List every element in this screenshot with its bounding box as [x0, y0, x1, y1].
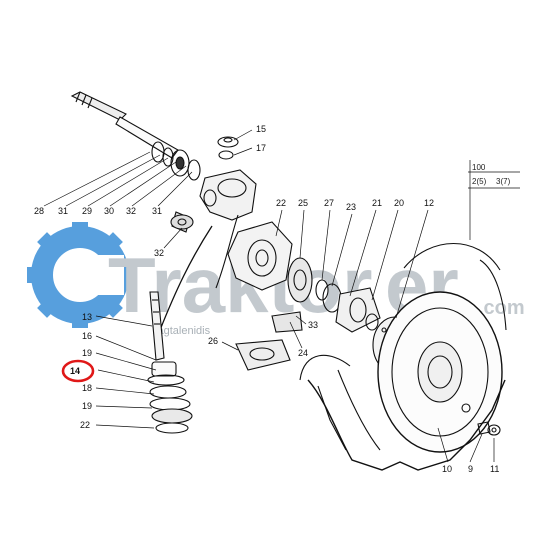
callout-16: 16: [82, 331, 92, 341]
callout-19b: 19: [82, 401, 92, 411]
callout-31a: 31: [58, 206, 68, 216]
callout-32b: 32: [154, 248, 164, 258]
line-art: [43, 91, 520, 471]
header-bracket: [468, 160, 520, 240]
callouts: 28 31 29 30 32 31 15 17 32 22 25 27 23 2…: [34, 124, 499, 474]
callout-21: 21: [372, 198, 382, 208]
callout-31b: 31: [152, 206, 162, 216]
callout-15: 15: [256, 124, 266, 134]
callout-19a: 19: [82, 348, 92, 358]
callout-22a: 22: [276, 198, 286, 208]
header-label-1: 100: [472, 163, 486, 172]
callout-25: 25: [298, 198, 308, 208]
callout-12: 12: [424, 198, 434, 208]
callout-27: 27: [324, 198, 334, 208]
header-label-3: 3(7): [496, 177, 511, 186]
callout-10: 10: [442, 464, 452, 474]
callout-22b: 22: [80, 420, 90, 430]
watermark-domain: .com: [478, 297, 525, 319]
callout-14: 14: [70, 366, 80, 376]
callout-24: 24: [298, 348, 308, 358]
callout-13: 13: [82, 312, 92, 322]
callout-18: 18: [82, 383, 92, 393]
highlight-part-14[interactable]: 14: [61, 359, 95, 383]
callout-30: 30: [104, 206, 114, 216]
callout-32a: 32: [126, 206, 136, 216]
watermark-owner: Tagtalenidis: [152, 325, 211, 337]
callout-28: 28: [34, 206, 44, 216]
callout-33: 33: [308, 320, 318, 330]
gear-logo-icon: [27, 222, 133, 328]
callout-26: 26: [208, 336, 218, 346]
callout-23: 23: [346, 202, 356, 212]
bevel-gear: [170, 214, 194, 230]
bolts: [477, 421, 501, 436]
callout-9: 9: [468, 464, 473, 474]
callout-20: 20: [394, 198, 404, 208]
callout-17: 17: [256, 143, 266, 153]
callout-11: 11: [490, 464, 499, 474]
leader-lines: [43, 129, 495, 463]
header-label-2: 2(5): [472, 177, 487, 186]
upper-shaft: [70, 91, 201, 181]
highlight-ring: [61, 359, 95, 383]
vertical-shaft: [147, 291, 193, 434]
bracket-parts: [217, 136, 239, 160]
wheel: [299, 242, 507, 471]
middle-housing: [227, 221, 381, 371]
callout-29: 29: [82, 206, 92, 216]
